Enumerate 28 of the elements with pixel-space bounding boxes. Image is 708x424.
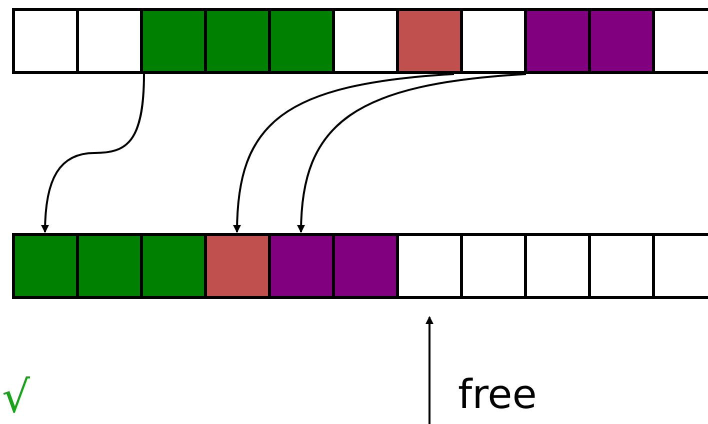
memory-block [396,8,463,74]
memory-block [268,233,335,299]
free-label: free [458,375,537,415]
memory-block [76,233,143,299]
memory-block [652,233,708,299]
arrow [41,74,145,233]
memory-block [140,8,207,74]
memory-block [204,8,271,74]
memory-block [460,233,527,299]
memory-block [140,233,207,299]
arrow [426,316,434,424]
memory-block [460,8,527,74]
arrow [297,73,526,233]
memory-block [588,233,655,299]
memory-block [268,8,335,74]
memory-block [332,233,399,299]
memory-block [12,8,79,74]
memory-block [524,8,591,74]
memory-block [332,8,399,74]
memory-block [652,8,708,74]
memory-block [12,233,79,299]
memory-block [588,8,655,74]
memory-block [76,8,143,74]
memory-block [204,233,271,299]
memory-block [524,233,591,299]
arrow [233,73,454,233]
memory-block [396,233,463,299]
check-mark: √ [2,376,30,420]
